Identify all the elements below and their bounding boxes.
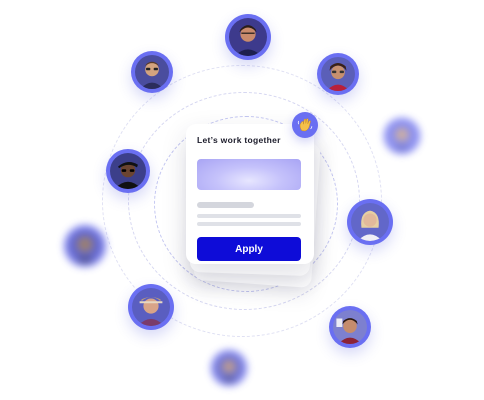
person-icon [132, 288, 170, 326]
person-icon [229, 18, 267, 56]
avatar-bottom-blurred [211, 350, 247, 386]
person-icon [135, 55, 169, 89]
outer-orbit-ring [102, 65, 382, 337]
placeholder-line [197, 222, 301, 226]
avatar-top [225, 14, 271, 60]
avatar-right-blurred [384, 118, 420, 154]
person-icon [68, 229, 102, 263]
placeholder-line [197, 214, 301, 218]
person-icon [110, 153, 146, 189]
avatar-lower-left [128, 284, 174, 330]
avatar-lower-right [329, 306, 371, 348]
person-icon [215, 354, 243, 382]
avatar-right [347, 199, 393, 245]
person-icon [351, 203, 389, 241]
person-icon [388, 122, 416, 150]
person-icon [321, 57, 355, 91]
card-title: Let’s work together [197, 135, 281, 145]
avatar-left [106, 149, 150, 193]
avatar-upper-right [317, 53, 359, 95]
waving-hand-icon [297, 118, 313, 132]
avatar-upper-left [131, 51, 173, 93]
placeholder-line [197, 202, 254, 208]
person-icon [333, 310, 367, 344]
avatar-far-left-blurred [64, 225, 106, 267]
inner-orbit-ring [154, 116, 338, 292]
card-banner-image [197, 159, 301, 190]
job-card: Let’s work together Apply [186, 124, 314, 264]
apply-button[interactable]: Apply [197, 237, 301, 261]
waving-hand-badge [292, 112, 318, 138]
